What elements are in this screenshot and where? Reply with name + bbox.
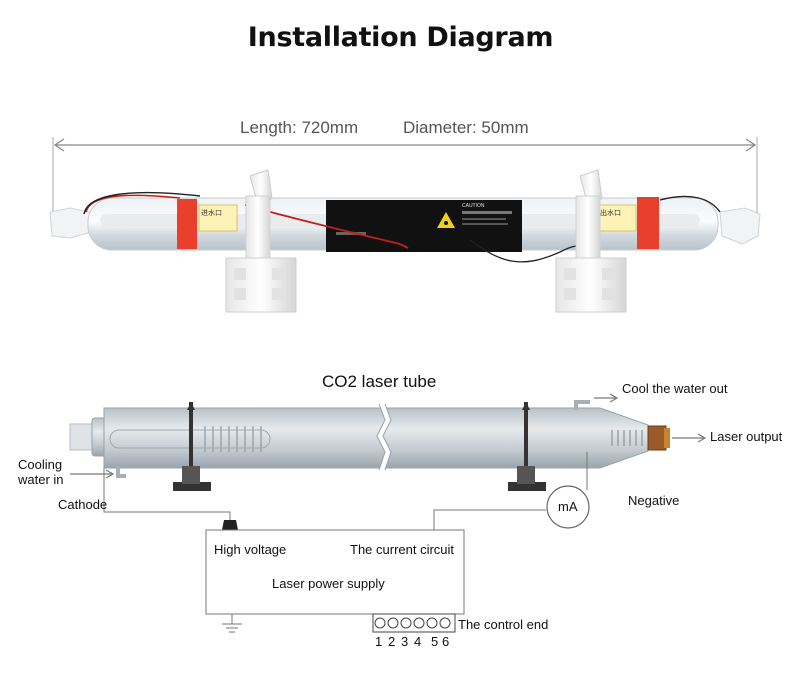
laser-output-arrow bbox=[672, 433, 707, 443]
cooling-in-label: Cooling water in bbox=[18, 457, 64, 487]
circuit-wiring bbox=[103, 452, 588, 633]
negative-label: Negative bbox=[628, 493, 680, 508]
high-voltage-label: High voltage bbox=[214, 542, 287, 557]
schematic-stand-right bbox=[508, 402, 546, 491]
current-circuit-label: The current circuit bbox=[350, 542, 455, 557]
milliammeter-icon bbox=[546, 485, 590, 529]
pin-number: 5 bbox=[431, 634, 439, 649]
control-end-label: The control end bbox=[458, 617, 549, 632]
schematic-stand-left bbox=[173, 402, 211, 491]
power-supply-label: Laser power supply bbox=[272, 576, 385, 591]
tube-label: CO2 laser tube bbox=[322, 372, 437, 391]
photo-laser-tube bbox=[49, 191, 761, 263]
photo-mount-right bbox=[555, 169, 627, 313]
pin-number: 3 bbox=[401, 634, 409, 649]
photo-warning-label: CAUTION bbox=[462, 203, 485, 209]
dimension-arrow bbox=[52, 137, 758, 215]
pin-number: 6 bbox=[442, 634, 450, 649]
cathode-label: Cathode bbox=[58, 497, 108, 512]
schematic-tube bbox=[69, 400, 670, 478]
pin-number: 2 bbox=[388, 634, 396, 649]
pin-number: 4 bbox=[414, 634, 422, 649]
length-label: Length: 720mm bbox=[240, 118, 359, 137]
control-terminal-block bbox=[372, 613, 456, 633]
water-out-label: Cool the water out bbox=[622, 381, 728, 396]
page-title: Installation Diagram bbox=[247, 22, 554, 53]
high-voltage-connector bbox=[222, 520, 238, 530]
laser-output-label: Laser output bbox=[710, 429, 783, 444]
pin-number: 1 bbox=[375, 634, 383, 649]
cooling-in-arrow bbox=[70, 469, 115, 479]
meter-label: mA bbox=[558, 499, 578, 514]
diameter-label: Diameter: 50mm bbox=[403, 118, 529, 137]
photo-mount-left bbox=[225, 169, 297, 313]
photo-tag-left: 进水口 bbox=[201, 210, 222, 217]
power-supply-box bbox=[205, 529, 465, 615]
water-out-arrow bbox=[594, 393, 619, 403]
photo-tag-right: 出水口 bbox=[600, 210, 621, 217]
